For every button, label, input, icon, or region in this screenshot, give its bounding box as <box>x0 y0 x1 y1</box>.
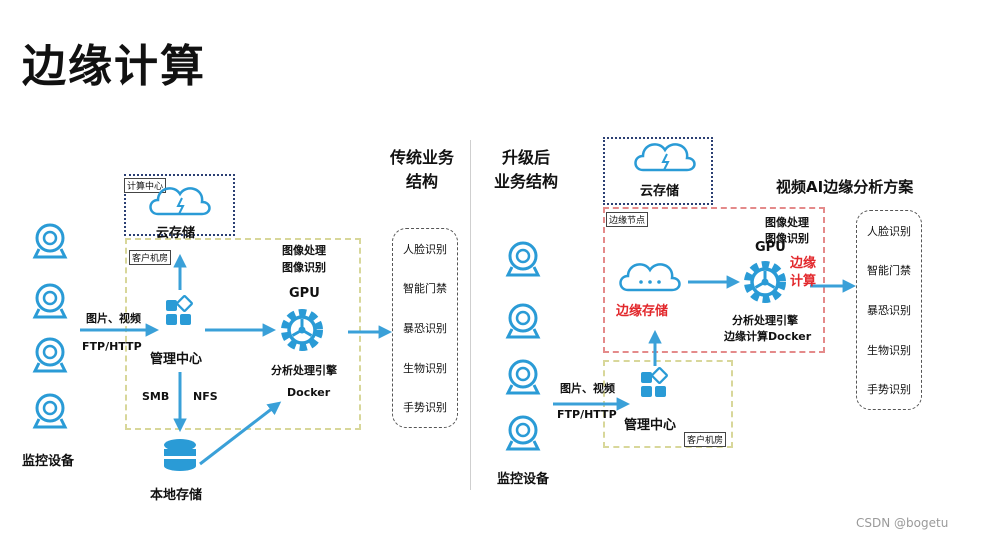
cloud-storage-label: 云存储 <box>640 184 680 199</box>
input-label-protocol: FTP/HTTP <box>557 408 617 421</box>
section-divider <box>470 140 471 490</box>
input-label-protocol: FTP/HTTP <box>82 340 142 353</box>
compute-center-box <box>124 174 235 236</box>
function-item: 智能门禁 <box>403 282 447 296</box>
client-room-box-left <box>125 238 361 430</box>
function-item: 生物识别 <box>867 343 911 357</box>
camera-icon <box>33 283 67 319</box>
compute-center-tag: 计算中心 <box>124 178 167 193</box>
solution-title: 视频AI边缘分析方案 <box>776 178 914 196</box>
database-icon <box>164 439 196 471</box>
right-heading-line1: 升级后 <box>501 148 550 167</box>
right-heading: 升级后 业务结构 <box>484 146 568 194</box>
nfs-label: NFS <box>193 390 218 403</box>
camera-icon <box>33 393 67 429</box>
right-heading-line2: 业务结构 <box>493 172 558 191</box>
function-item: 暴恐识别 <box>867 303 911 317</box>
left-heading-line2: 结构 <box>405 172 438 191</box>
engine-label: 分析处理引擎 <box>732 314 798 327</box>
edge-compute-label-2: 计算 <box>790 274 817 289</box>
management-label: 管理中心 <box>150 352 203 367</box>
edge-compute-label-1: 边缘 <box>790 256 817 271</box>
input-label-media: 图片、视频 <box>86 312 141 325</box>
cloud-box-right <box>603 137 713 205</box>
edge-cloud-icon <box>619 263 681 292</box>
engine-label: 分析处理引擎 <box>271 364 337 377</box>
left-heading-line1: 传统业务 <box>389 148 454 167</box>
management-label: 管理中心 <box>624 418 677 433</box>
function-item: 人脸识别 <box>867 224 911 238</box>
image-recognition-label: 图像识别 <box>282 261 326 274</box>
cloud-storage-label: 云存储 <box>156 226 196 241</box>
function-list-left: 人脸识别 智能门禁 暴恐识别 生物识别 手势识别 <box>392 228 458 428</box>
monitoring-label: 监控设备 <box>22 454 75 469</box>
camera-icon <box>506 303 540 339</box>
image-processing-label: 图像处理 <box>765 216 809 229</box>
camera-icon <box>506 359 540 395</box>
input-label-media: 图片、视频 <box>560 382 615 395</box>
monitoring-label: 监控设备 <box>497 472 550 487</box>
edge-node-tag: 边缘节点 <box>606 212 649 227</box>
gpu-label: GPU <box>289 286 320 301</box>
cloud-icon <box>634 143 696 172</box>
management-icon <box>164 294 194 327</box>
function-list-right: 人脸识别 智能门禁 暴恐识别 生物识别 手势识别 <box>856 210 922 410</box>
watermark: CSDN @bogetu <box>856 516 949 530</box>
left-heading: 传统业务 结构 <box>380 146 464 194</box>
gear-icon <box>285 313 319 347</box>
gpu-label: GPU <box>755 240 786 255</box>
smb-label: SMB <box>142 390 170 403</box>
function-item: 生物识别 <box>403 361 447 375</box>
docker-label: Docker <box>287 386 331 399</box>
edge-node-box <box>603 207 825 353</box>
function-item: 暴恐识别 <box>403 321 447 335</box>
camera-icon <box>33 337 67 373</box>
page-title: 边缘计算 <box>22 41 206 92</box>
image-recognition-label: 图像识别 <box>765 232 809 245</box>
function-item: 手势识别 <box>403 401 447 415</box>
function-item: 人脸识别 <box>403 242 447 256</box>
edge-storage-label: 边缘存储 <box>616 304 669 319</box>
client-room-tag-right: 客户机房 <box>684 432 727 447</box>
gear-icon <box>748 265 782 299</box>
client-room-tag-left: 客户机房 <box>129 250 172 265</box>
camera-icon <box>33 223 67 259</box>
management-icon <box>639 366 669 399</box>
function-item: 智能门禁 <box>867 264 911 278</box>
local-storage-label: 本地存储 <box>150 488 203 503</box>
function-item: 手势识别 <box>867 383 911 397</box>
camera-icon <box>506 415 540 451</box>
camera-icon <box>506 241 540 277</box>
image-processing-label: 图像处理 <box>282 244 326 257</box>
engine-docker-label: 边缘计算Docker <box>724 330 812 343</box>
cloud-icon <box>149 187 211 216</box>
